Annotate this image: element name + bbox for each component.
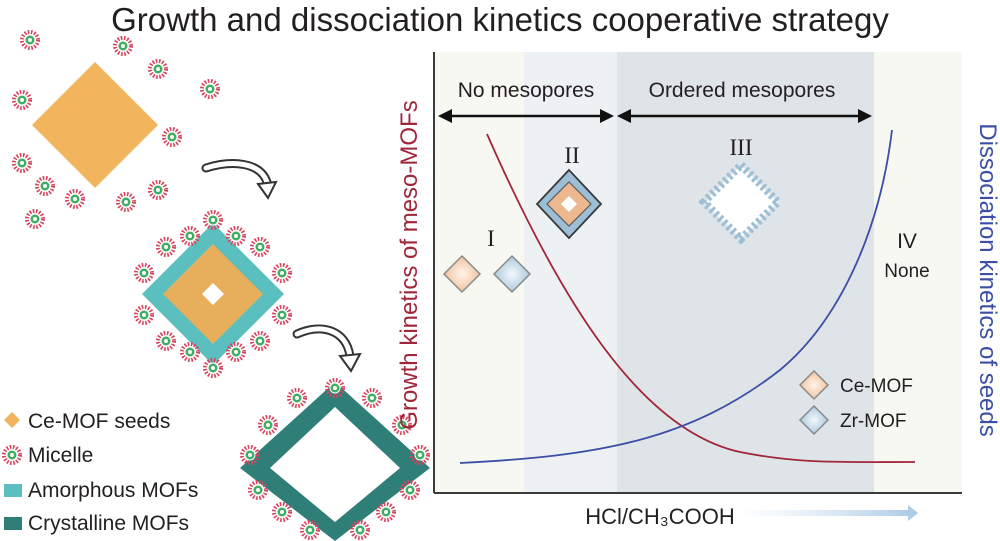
legend-amorphous-label: Amorphous MOFs: [28, 479, 198, 502]
growth-kinetics-curve: [486, 133, 916, 464]
ordered-mesopores-label: Ordered mesopores: [649, 79, 836, 102]
plot-legend-zr-mof-swatch: [798, 404, 830, 436]
ce-mof-seed-step1: [32, 62, 158, 188]
region-iv-background: [874, 52, 962, 493]
x-axis-label: HCl/CH₃COOH: [585, 504, 735, 529]
kinetics-plot: No mesopores Ordered mesopores I II III …: [396, 52, 1000, 529]
region-iii-label: III: [730, 135, 753, 160]
legend-amorphous-swatch: [4, 484, 22, 497]
region-ii-core-shell-diamond: [535, 168, 603, 240]
legend-crystalline-swatch: [4, 517, 22, 530]
region-iii-mesoporous-diamond: [698, 159, 784, 245]
no-mesopores-label: No mesopores: [458, 79, 595, 102]
ordered-mesopores-arrow: [617, 109, 872, 123]
legend-crystalline-label: Crystalline MOFs: [28, 512, 189, 535]
hollow-center-step2: [202, 283, 224, 305]
figure-title: Growth and dissociation kinetics coopera…: [111, 1, 889, 38]
no-mesopores-arrow: [438, 109, 614, 123]
hollow-center-step3: [270, 407, 400, 522]
legend-micelle-label: Micelle: [28, 444, 93, 467]
plot-legend-ce-mof-swatch: [798, 369, 830, 401]
legend-micelle-swatch: [2, 445, 22, 465]
y-axis-right-label: Dissociation kinetics of seeds: [974, 123, 1000, 436]
region-iii-background: [617, 52, 874, 493]
legend-ce-mof-seeds-label: Ce-MOF seeds: [28, 410, 170, 433]
legend-ce-mof-seeds-swatch: [4, 412, 20, 428]
region-ii-background: [524, 52, 617, 493]
region-iv-label: IV: [897, 230, 917, 253]
plot-legend-ce-mof-label: Ce-MOF: [840, 376, 913, 397]
scheme-legend: Ce-MOF seeds Micelle Amorphous MOFs Crys…: [2, 410, 198, 535]
dissociation-kinetics-curve: [459, 129, 893, 464]
region-iv-none-label: None: [884, 261, 929, 282]
y-axis-left-label: Growth kinetics of meso-MOFs: [396, 100, 423, 429]
curved-arrow-2: [292, 324, 362, 373]
x-axis-arrow: [740, 505, 918, 521]
plot-legend-zr-mof-label: Zr-MOF: [840, 411, 906, 432]
synthesis-scheme: [12, 30, 430, 541]
region-i-label: I: [487, 226, 495, 251]
region-i-zr-mof-diamond: [492, 254, 532, 294]
region-ii-label: II: [564, 143, 579, 168]
region-i-ce-mof-diamond: [442, 254, 482, 294]
curved-arrow-1: [201, 159, 278, 200]
